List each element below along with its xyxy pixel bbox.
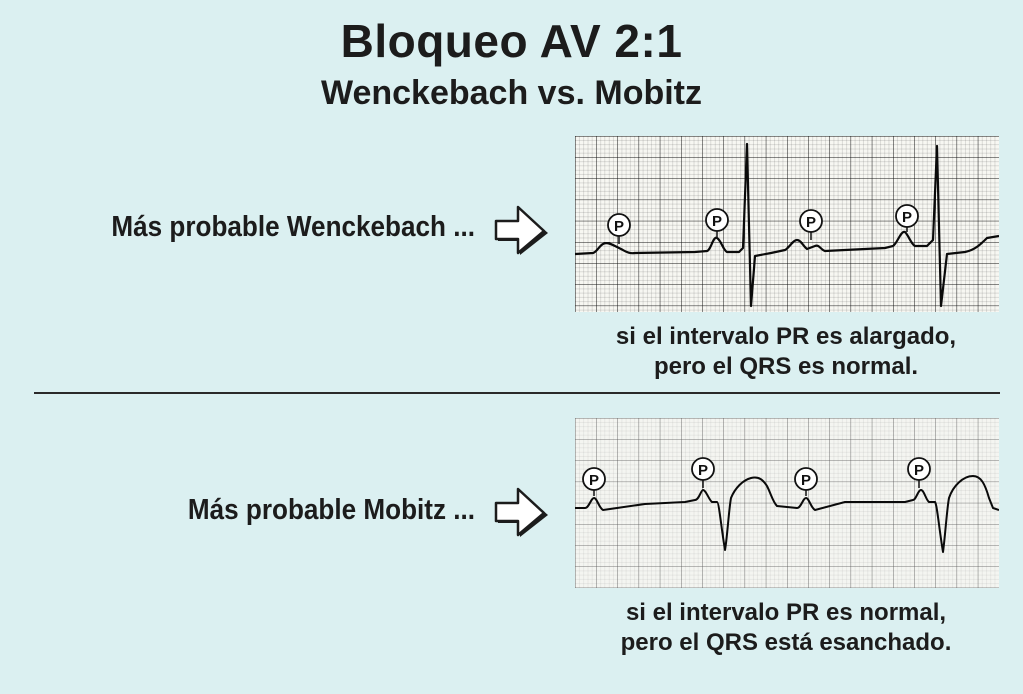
mobitz-caption: si el intervalo PR es normal, pero el QR… bbox=[566, 598, 1006, 658]
caption-line: si el intervalo PR es alargado, bbox=[615, 323, 957, 350]
wenckebach-caption: si el intervalo PR es alargado, pero el … bbox=[566, 322, 1006, 382]
p-wave-marker: P bbox=[799, 209, 823, 240]
caption-line: pero el QRS está esanchado. bbox=[620, 629, 952, 656]
p-wave-marker: P bbox=[607, 213, 631, 244]
arrow-right-icon bbox=[494, 487, 548, 537]
ecg-trace bbox=[575, 475, 999, 553]
page-subtitle: Wenckebach vs. Mobitz bbox=[320, 74, 703, 112]
svg-text:P: P bbox=[801, 472, 811, 489]
svg-text:P: P bbox=[806, 214, 816, 231]
wenckebach-label: Más probable Wenckebach ... bbox=[111, 211, 475, 243]
p-wave-marker: P bbox=[794, 467, 818, 496]
arrow-right-icon bbox=[494, 205, 548, 255]
caption-line: pero el QRS es normal. bbox=[653, 353, 919, 380]
page-title: Bloqueo AV 2:1 bbox=[340, 15, 683, 67]
ecg-trace bbox=[575, 142, 999, 308]
section-divider bbox=[34, 392, 1000, 394]
p-wave-marker: P bbox=[691, 457, 715, 488]
svg-text:P: P bbox=[902, 209, 912, 226]
ecg-strip-wenckebach: P P P P bbox=[575, 136, 999, 312]
p-wave-marker: P bbox=[907, 457, 931, 488]
mobitz-label: Más probable Mobitz ... bbox=[187, 494, 475, 526]
p-wave-marker: P bbox=[895, 204, 919, 232]
caption-line: si el intervalo PR es normal, bbox=[625, 599, 947, 626]
svg-text:P: P bbox=[698, 462, 708, 479]
ecg-strip-mobitz: P P P P bbox=[575, 418, 999, 588]
svg-text:P: P bbox=[914, 462, 924, 479]
p-wave-marker: P bbox=[705, 208, 729, 238]
svg-text:P: P bbox=[712, 213, 722, 230]
svg-text:P: P bbox=[614, 218, 624, 235]
svg-text:P: P bbox=[589, 472, 599, 489]
p-wave-marker: P bbox=[582, 467, 606, 496]
